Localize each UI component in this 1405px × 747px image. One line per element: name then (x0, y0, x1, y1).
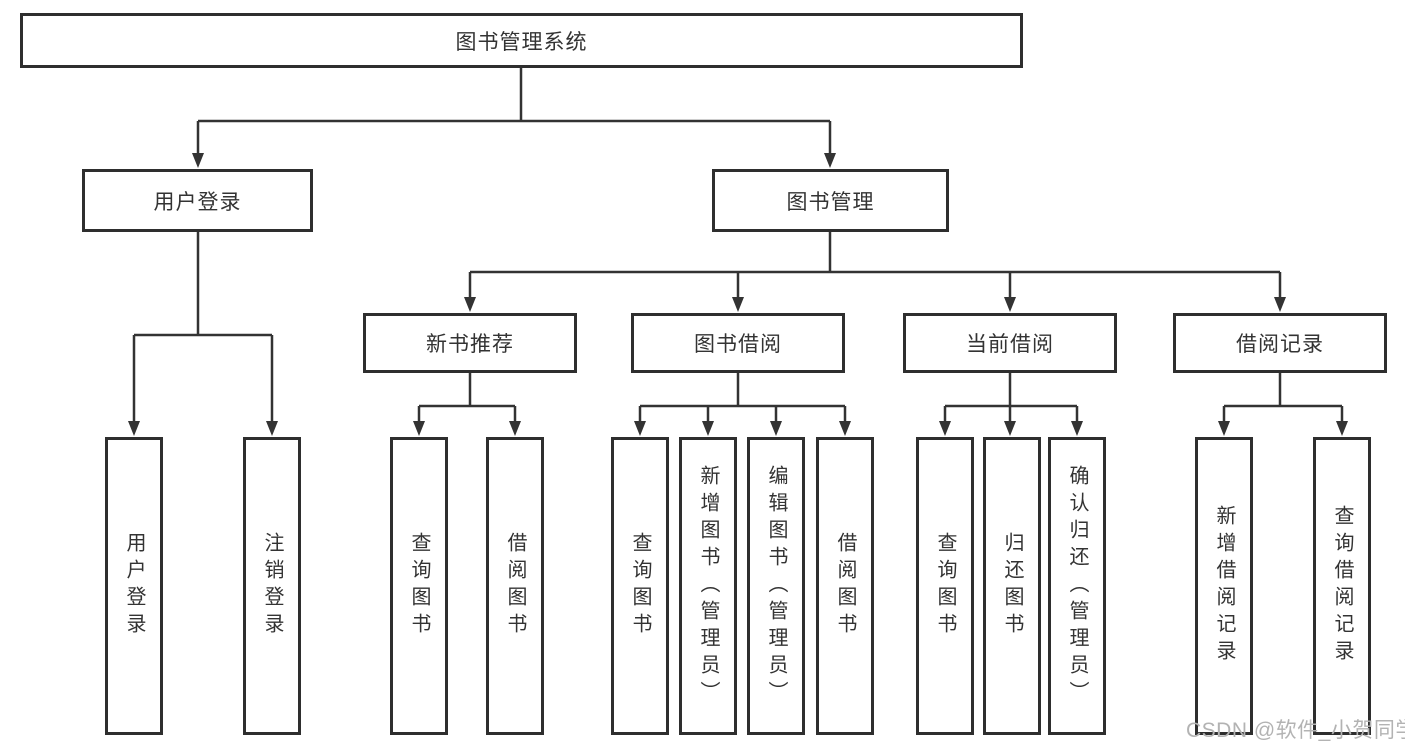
node-label: 图书借阅 (694, 333, 782, 356)
node-add-borrow-record: 新增借阅记录 (1195, 437, 1253, 735)
node-borrowing-records: 借阅记录 (1173, 313, 1387, 373)
node-query-books-borrowing: 查询图书 (611, 437, 669, 735)
node-label: 确认归还（管理员） (1066, 464, 1088, 708)
node-label: 查询图书 (934, 532, 956, 640)
node-label: 查询借阅记录 (1331, 505, 1353, 667)
csdn-watermark: CSDN @软件_小贺同学 (1186, 719, 1405, 742)
node-logout: 注销登录 (243, 437, 301, 735)
node-label: 查询图书 (629, 532, 651, 640)
node-query-books-recommend: 查询图书 (390, 437, 448, 735)
node-library-management-system: 图书管理系统 (20, 13, 1023, 68)
node-label: 图书管理系统 (455, 30, 588, 54)
node-label: 查询图书 (408, 532, 430, 640)
node-label: 用户登录 (123, 532, 145, 640)
node-new-book-recommendation: 新书推荐 (363, 313, 577, 373)
node-label: 归还图书 (1001, 532, 1023, 640)
node-label: 借阅图书 (504, 532, 526, 640)
node-book-management: 图书管理 (712, 169, 949, 232)
node-label: 借阅记录 (1236, 333, 1324, 356)
node-user-login-leaf: 用户登录 (105, 437, 163, 735)
node-label: 注销登录 (261, 532, 283, 640)
node-borrow-books-recommend: 借阅图书 (486, 437, 544, 735)
node-current-borrowing: 当前借阅 (903, 313, 1117, 373)
node-confirm-return-admin: 确认归还（管理员） (1048, 437, 1106, 735)
node-label: 图书管理 (786, 190, 875, 214)
node-label: 用户登录 (153, 190, 242, 214)
node-query-borrow-record: 查询借阅记录 (1313, 437, 1371, 735)
node-return-books: 归还图书 (983, 437, 1041, 735)
node-label: 新书推荐 (426, 333, 514, 356)
node-label: 借阅图书 (834, 532, 856, 640)
node-add-book-admin: 新增图书（管理员） (679, 437, 737, 735)
node-user-login: 用户登录 (82, 169, 313, 232)
node-label: 当前借阅 (966, 333, 1054, 356)
node-borrow-books-borrowing: 借阅图书 (816, 437, 874, 735)
node-label: 新增图书（管理员） (697, 464, 719, 708)
node-book-borrowing: 图书借阅 (631, 313, 845, 373)
node-query-books-current: 查询图书 (916, 437, 974, 735)
node-label: 编辑图书（管理员） (765, 464, 787, 708)
node-label: 新增借阅记录 (1213, 505, 1235, 667)
node-edit-book-admin: 编辑图书（管理员） (747, 437, 805, 735)
